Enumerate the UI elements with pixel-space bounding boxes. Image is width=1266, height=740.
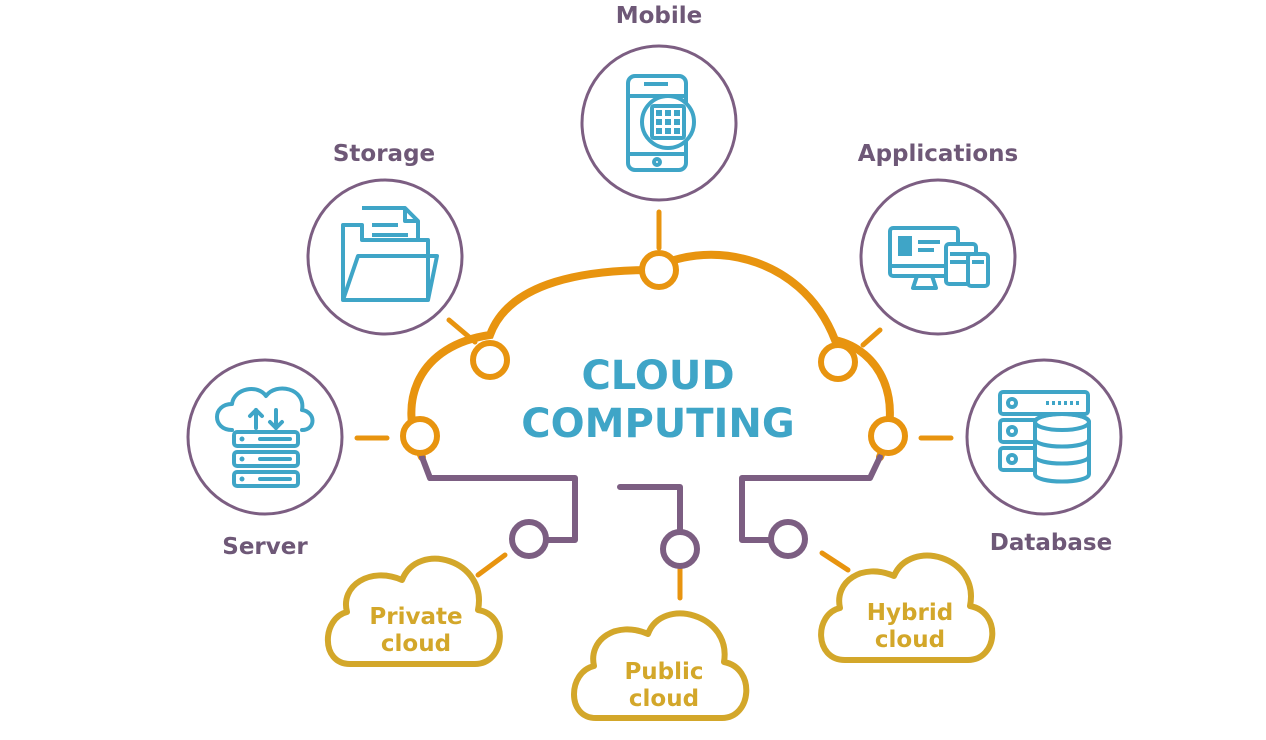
node-label-mobile: Mobile — [616, 3, 703, 29]
folder-icon — [341, 206, 439, 302]
cloud-private-outline — [325, 555, 503, 667]
node-label-server: Server — [222, 534, 308, 560]
cloud-public-line2: cloud — [629, 686, 699, 712]
cloud-public-outline — [571, 610, 750, 721]
devices-icon — [888, 226, 990, 290]
node-database: Database — [965, 358, 1123, 556]
cloud-private-line1: Private — [369, 604, 462, 630]
circuit-line-center — [617, 484, 683, 533]
title-line-1: CLOUD — [581, 353, 734, 399]
node-storage: Storage — [306, 141, 464, 336]
node-label-applications: Applications — [858, 141, 1018, 167]
circuit-line-left — [419, 454, 578, 543]
node-applications: Applications — [858, 141, 1018, 336]
node-server: Server — [186, 358, 344, 560]
smartphone-icon — [626, 74, 696, 172]
cloud-hybrid-line2: cloud — [875, 627, 945, 653]
cloud-public-line1: Public — [624, 659, 703, 685]
circuit-lines — [419, 454, 883, 543]
database-icon — [998, 390, 1091, 484]
server-icon — [215, 386, 315, 488]
connector-dots-purple — [509, 519, 808, 569]
node-label-storage: Storage — [333, 141, 435, 167]
cloud-hybrid-line1: Hybrid — [867, 600, 953, 626]
node-label-database: Database — [990, 530, 1112, 556]
cloud-private-line2: cloud — [381, 631, 451, 657]
title-line-2: COMPUTING — [521, 401, 794, 447]
circuit-line-right — [739, 454, 883, 543]
connector-dots-orange — [400, 250, 908, 456]
cloud-hybrid: Hybrid cloud — [818, 552, 996, 663]
cloud-hybrid-outline — [818, 552, 996, 663]
orange-connectors — [354, 209, 954, 601]
node-mobile: Mobile — [580, 3, 738, 202]
cloud-private: Private cloud — [325, 555, 503, 667]
cloud-public: Public cloud — [571, 610, 750, 721]
